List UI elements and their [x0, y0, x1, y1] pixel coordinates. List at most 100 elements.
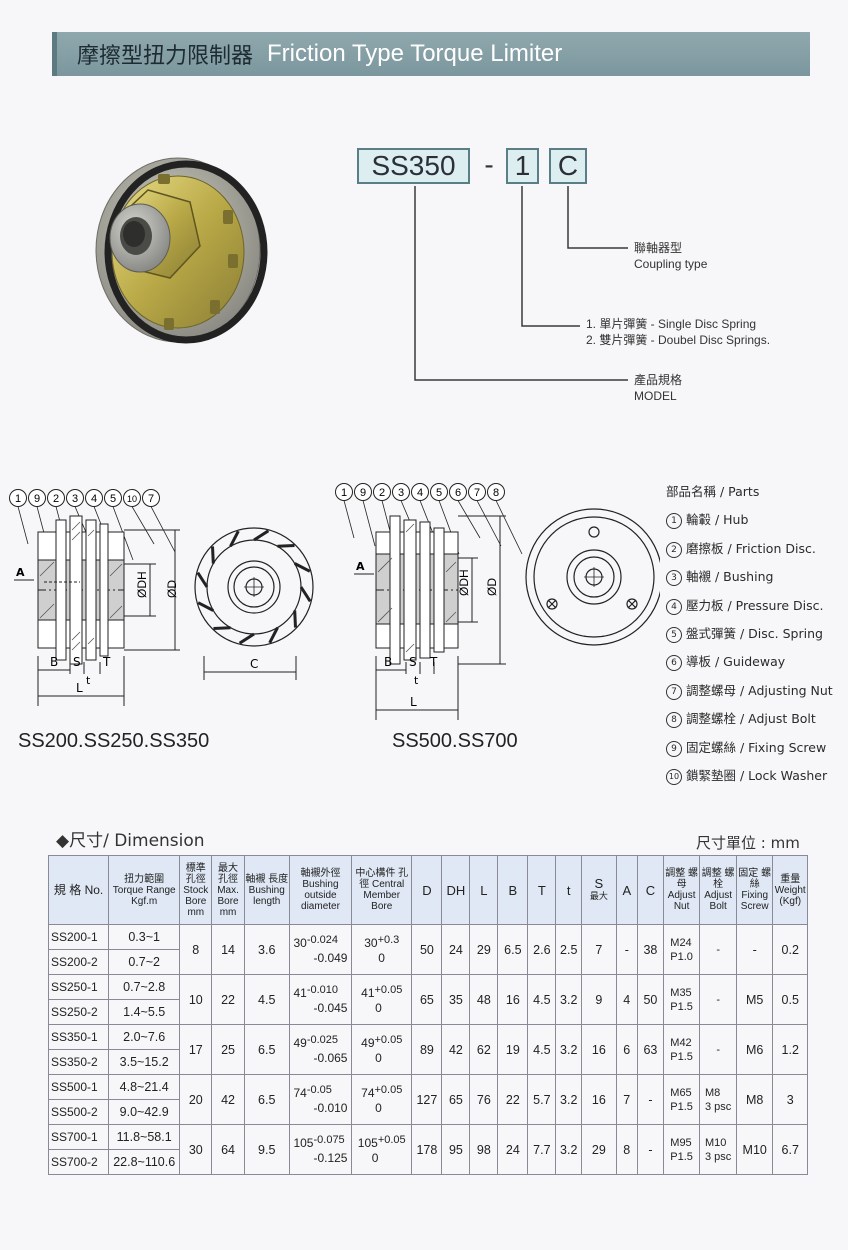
stock-bore-cell: 8 — [179, 924, 213, 975]
disc-tooth — [196, 571, 209, 588]
th-c: C — [637, 855, 664, 925]
lower-deviation: 0 — [375, 1051, 382, 1065]
dim-d-cell: 178 — [411, 1124, 443, 1175]
torque-range-cell: 1.4~5.5 — [108, 999, 181, 1025]
part-balloon-number: 10 — [127, 494, 137, 504]
dim-l-cell: 62 — [469, 1024, 499, 1075]
lower-deviation: -0.065 — [313, 1051, 348, 1065]
parts-item-number: 6 — [666, 655, 682, 672]
label-t-small: t — [86, 674, 91, 687]
adjust-bolt-spec: - — [716, 1043, 720, 1057]
parts-item-number: 2 — [666, 541, 682, 558]
weight-cell: 6.7 — [772, 1124, 808, 1175]
part-balloon — [449, 483, 467, 501]
bushing-od-cell: 74-0.05-0.010 — [288, 1074, 353, 1125]
dim-c-cell: 63 — [637, 1024, 664, 1075]
model-number-cell: SS500-2 — [47, 1099, 110, 1125]
upper-deviation: +0.05 — [374, 1084, 403, 1096]
parts-item-label: 輪轂 / Hub — [686, 512, 749, 528]
disc-tooth — [293, 610, 297, 628]
part-balloon-number: 9 — [34, 493, 40, 505]
callout-spring: 1. 單片彈簧 - Single Disc Spring 2. 雙片彈簧 - D… — [586, 317, 771, 347]
model-number-cell: SS700-1 — [47, 1124, 110, 1150]
upper-deviation: -0.025 — [306, 1034, 339, 1046]
torque-range-cell: 9.0~42.9 — [108, 1099, 181, 1125]
adjust-bolt-cell: - — [699, 924, 737, 975]
part-balloon-number: 5 — [110, 493, 116, 505]
dim-b-cell: 6.5 — [497, 924, 529, 975]
tolerance: 74-0.05-0.010 — [293, 1083, 347, 1116]
parts-item-label: 鎖緊墊圈 / Lock Washer — [686, 768, 828, 784]
dim-a-cell: - — [615, 924, 639, 975]
label-t-small-right: t — [414, 674, 419, 687]
dim-t-big-cell: 5.7 — [527, 1074, 557, 1125]
th-b: B — [497, 855, 529, 925]
adjust-bolt-cell: - — [699, 974, 737, 1025]
dim-a-cell: 7 — [615, 1074, 639, 1125]
dim-dh-cell: 42 — [441, 1024, 471, 1075]
part-balloon-number: 4 — [91, 493, 97, 505]
part-balloon-number: 1 — [15, 493, 21, 505]
torque-range-cell: 0.7~2 — [108, 949, 181, 975]
upper-deviation: +0.05 — [374, 984, 403, 996]
label-t-big: T — [102, 655, 111, 669]
model-number-cell: SS500-1 — [47, 1074, 110, 1100]
torque-range-cell: 11.8~58.1 — [108, 1124, 181, 1150]
fixing-screw-cell: M5 — [735, 974, 774, 1025]
tolerance-upper-line: 41+0.05 — [361, 983, 402, 1001]
lower-deviation: 0 — [371, 1151, 379, 1165]
parts-item-label: 磨擦板 / Friction Disc. — [686, 540, 816, 556]
disc-tooth — [253, 529, 270, 542]
bushing-length-cell: 6.5 — [243, 1074, 290, 1125]
fixing-screw-cell: M6 — [735, 1024, 774, 1075]
dim-l-cell: 48 — [469, 974, 499, 1025]
title-zh: 摩擦型扭力限制器 — [77, 44, 254, 69]
part-balloon-number: 5 — [436, 487, 442, 499]
part-balloon-number: 6 — [455, 487, 461, 499]
leader-line — [362, 500, 376, 547]
th-a: A — [615, 855, 639, 925]
tolerance: 41-0.010-0.045 — [293, 983, 347, 1016]
label-l-right: L — [410, 695, 417, 709]
nominal-size: 30 — [293, 936, 307, 950]
disc-tooth — [197, 601, 214, 612]
weight-cell: 3 — [772, 1074, 808, 1125]
fixing-screw-cell: M8 — [735, 1074, 774, 1125]
dim-s-cell: 9 — [581, 974, 617, 1025]
callout-coupling: 聯軸器型 Coupling type — [634, 241, 708, 271]
nominal-size: 105 — [293, 1136, 314, 1150]
th-t-big: T — [527, 855, 557, 925]
parts-item-label: 調整螺母 / Adjusting Nut — [686, 682, 833, 698]
model-code-dash: - — [484, 149, 494, 180]
model-number-cell: SS700-2 — [47, 1149, 110, 1175]
th-fixing-screw: 固定 螺絲 Fixing Screw — [735, 855, 774, 925]
part-balloon-number: 2 — [379, 487, 385, 499]
dim-s-cell: 16 — [581, 1074, 617, 1125]
disc-tooth — [238, 632, 255, 645]
tolerance-upper-line: 30-0.024 — [293, 933, 347, 951]
weight-cell: 0.5 — [772, 974, 808, 1025]
model-code-series: SS350 — [357, 148, 470, 184]
torque-range-cell: 3.5~15.2 — [108, 1049, 181, 1075]
disc-tooth — [229, 530, 240, 547]
dim-b-cell: 16 — [497, 974, 529, 1025]
dim-s-cell: 29 — [581, 1124, 617, 1175]
drawing-caption-large: SS500.SS700 — [392, 730, 518, 752]
part-balloon-number: 1 — [341, 487, 347, 499]
fixing-screw-cell: M10 — [735, 1124, 774, 1175]
dim-t-small-cell: 3.2 — [555, 974, 583, 1025]
tolerance-upper-line: 105-0.075 — [293, 1133, 347, 1151]
th-stock-bore: 標準 孔徑 Stock Bore mm — [179, 855, 213, 925]
